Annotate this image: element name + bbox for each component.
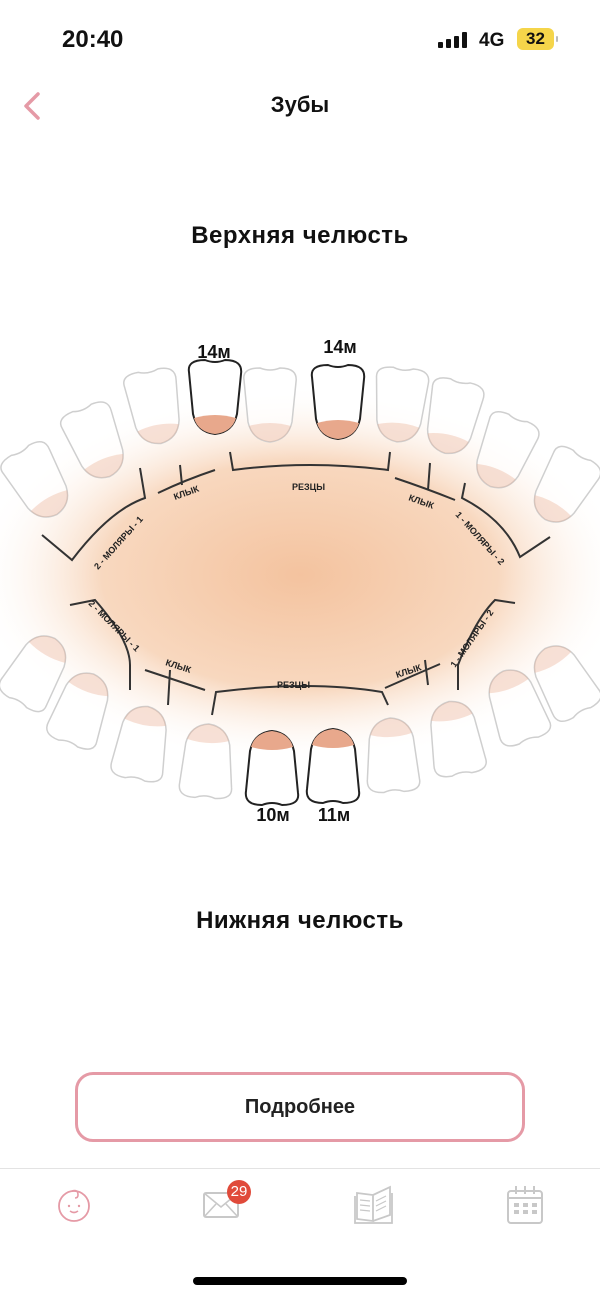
- tab-bar-divider: [0, 1168, 600, 1169]
- tooth: [533, 445, 600, 523]
- tooth-crown: [366, 717, 421, 794]
- tooth: [426, 377, 485, 455]
- tab-articles[interactable]: [352, 1183, 396, 1227]
- tooth: [110, 705, 167, 783]
- tooth-gum: [431, 701, 473, 722]
- tooth-gum: [186, 724, 229, 744]
- tooth-crown: [426, 377, 485, 455]
- tooth-gum: [489, 670, 529, 694]
- tooth-gum: [28, 635, 66, 663]
- tooth: [366, 717, 421, 794]
- tooth-crown: [0, 440, 69, 518]
- tooth-crown: [488, 669, 552, 747]
- tooth-gum: [249, 423, 291, 442]
- tooth-crown: [430, 700, 487, 778]
- tooth-erupted: [187, 358, 243, 436]
- age-lower-1: 10м: [256, 805, 289, 825]
- tooth: [0, 635, 67, 713]
- tooth-crown: [110, 705, 167, 783]
- status-time: 20:40: [62, 26, 124, 53]
- signal-icon: [438, 32, 467, 48]
- tooth-gum: [427, 433, 469, 454]
- tooth-crown: [0, 635, 67, 713]
- tooth: [430, 700, 487, 778]
- tooth-gum: [30, 490, 68, 518]
- tooth-gum: [377, 422, 420, 442]
- tooth: [375, 366, 430, 443]
- tooth: [533, 645, 600, 723]
- tooth-gum: [534, 645, 572, 673]
- age-lower-2: 11м: [318, 805, 350, 825]
- tooth-gum: [68, 673, 108, 697]
- teeth-diagram: РЕЗЦЫ КЛЫК КЛЫК 2 - МОЛЯРЫ - 1 1 - МОЛЯР…: [0, 337, 600, 825]
- tooth-erupted: [244, 729, 300, 807]
- tooth-crown: [533, 645, 600, 723]
- tooth: [59, 401, 124, 479]
- back-button[interactable]: [18, 88, 48, 124]
- tooth-crown: [476, 410, 540, 489]
- battery-icon: 32: [517, 28, 558, 50]
- tooth-erupted: [310, 363, 366, 441]
- tab-baby[interactable]: [52, 1183, 96, 1227]
- calendar-icon: [507, 1186, 543, 1224]
- home-indicator: [193, 1277, 407, 1285]
- label-lower-incisors: РЕЗЦЫ: [277, 680, 310, 690]
- tooth-gum: [476, 463, 516, 488]
- messages-badge: 29: [227, 1180, 251, 1204]
- eruption-ages: 14м 14м 10м 11м: [197, 337, 356, 825]
- page-title: Зубы: [270, 92, 330, 117]
- tooth-gum: [124, 706, 166, 727]
- lower-jaw-title: Нижняя челюсть: [196, 907, 404, 934]
- teeth-inactive: [0, 366, 600, 800]
- tooth-gum: [251, 731, 293, 750]
- group-brackets: [41, 451, 551, 716]
- tooth-gum: [194, 415, 236, 434]
- tooth-gum: [317, 420, 359, 439]
- network-type: 4G: [479, 30, 505, 51]
- tooth-gum: [370, 718, 413, 738]
- tab-calendar[interactable]: [503, 1183, 547, 1227]
- tooth-gum: [84, 453, 124, 478]
- label-upper-incisors: РЕЗЦЫ: [292, 482, 325, 492]
- tooth: [488, 669, 552, 747]
- tooth-crown: [123, 367, 180, 445]
- status-bar: 20:40 4G 32: [0, 0, 600, 80]
- tooth-gum: [312, 729, 354, 748]
- tooth-gum: [534, 495, 572, 523]
- age-upper-1: 14м: [197, 342, 230, 362]
- teeth-erupted: [187, 358, 366, 807]
- tooth-gum: [137, 423, 179, 444]
- tooth-crown: [59, 401, 124, 479]
- details-button[interactable]: Подробнее: [75, 1072, 525, 1142]
- baby-face-icon: [58, 1189, 90, 1222]
- age-upper-2: 14м: [323, 337, 356, 357]
- upper-jaw-title: Верхняя челюсть: [191, 222, 409, 249]
- tooth: [123, 367, 180, 445]
- tooth-crown: [46, 672, 109, 750]
- tooth: [243, 367, 297, 443]
- book-icon: [354, 1185, 393, 1224]
- tooth: [0, 440, 69, 518]
- tooth-crown: [243, 367, 297, 443]
- tooth: [178, 723, 233, 800]
- tooth-crown: [533, 445, 600, 523]
- chevron-left-icon: [24, 92, 40, 120]
- tooth-erupted: [305, 727, 361, 805]
- mouth-background: [0, 385, 600, 765]
- tooth: [476, 410, 540, 489]
- tooth-crown: [178, 723, 233, 800]
- tooth: [46, 672, 109, 750]
- tooth-crown: [375, 366, 430, 443]
